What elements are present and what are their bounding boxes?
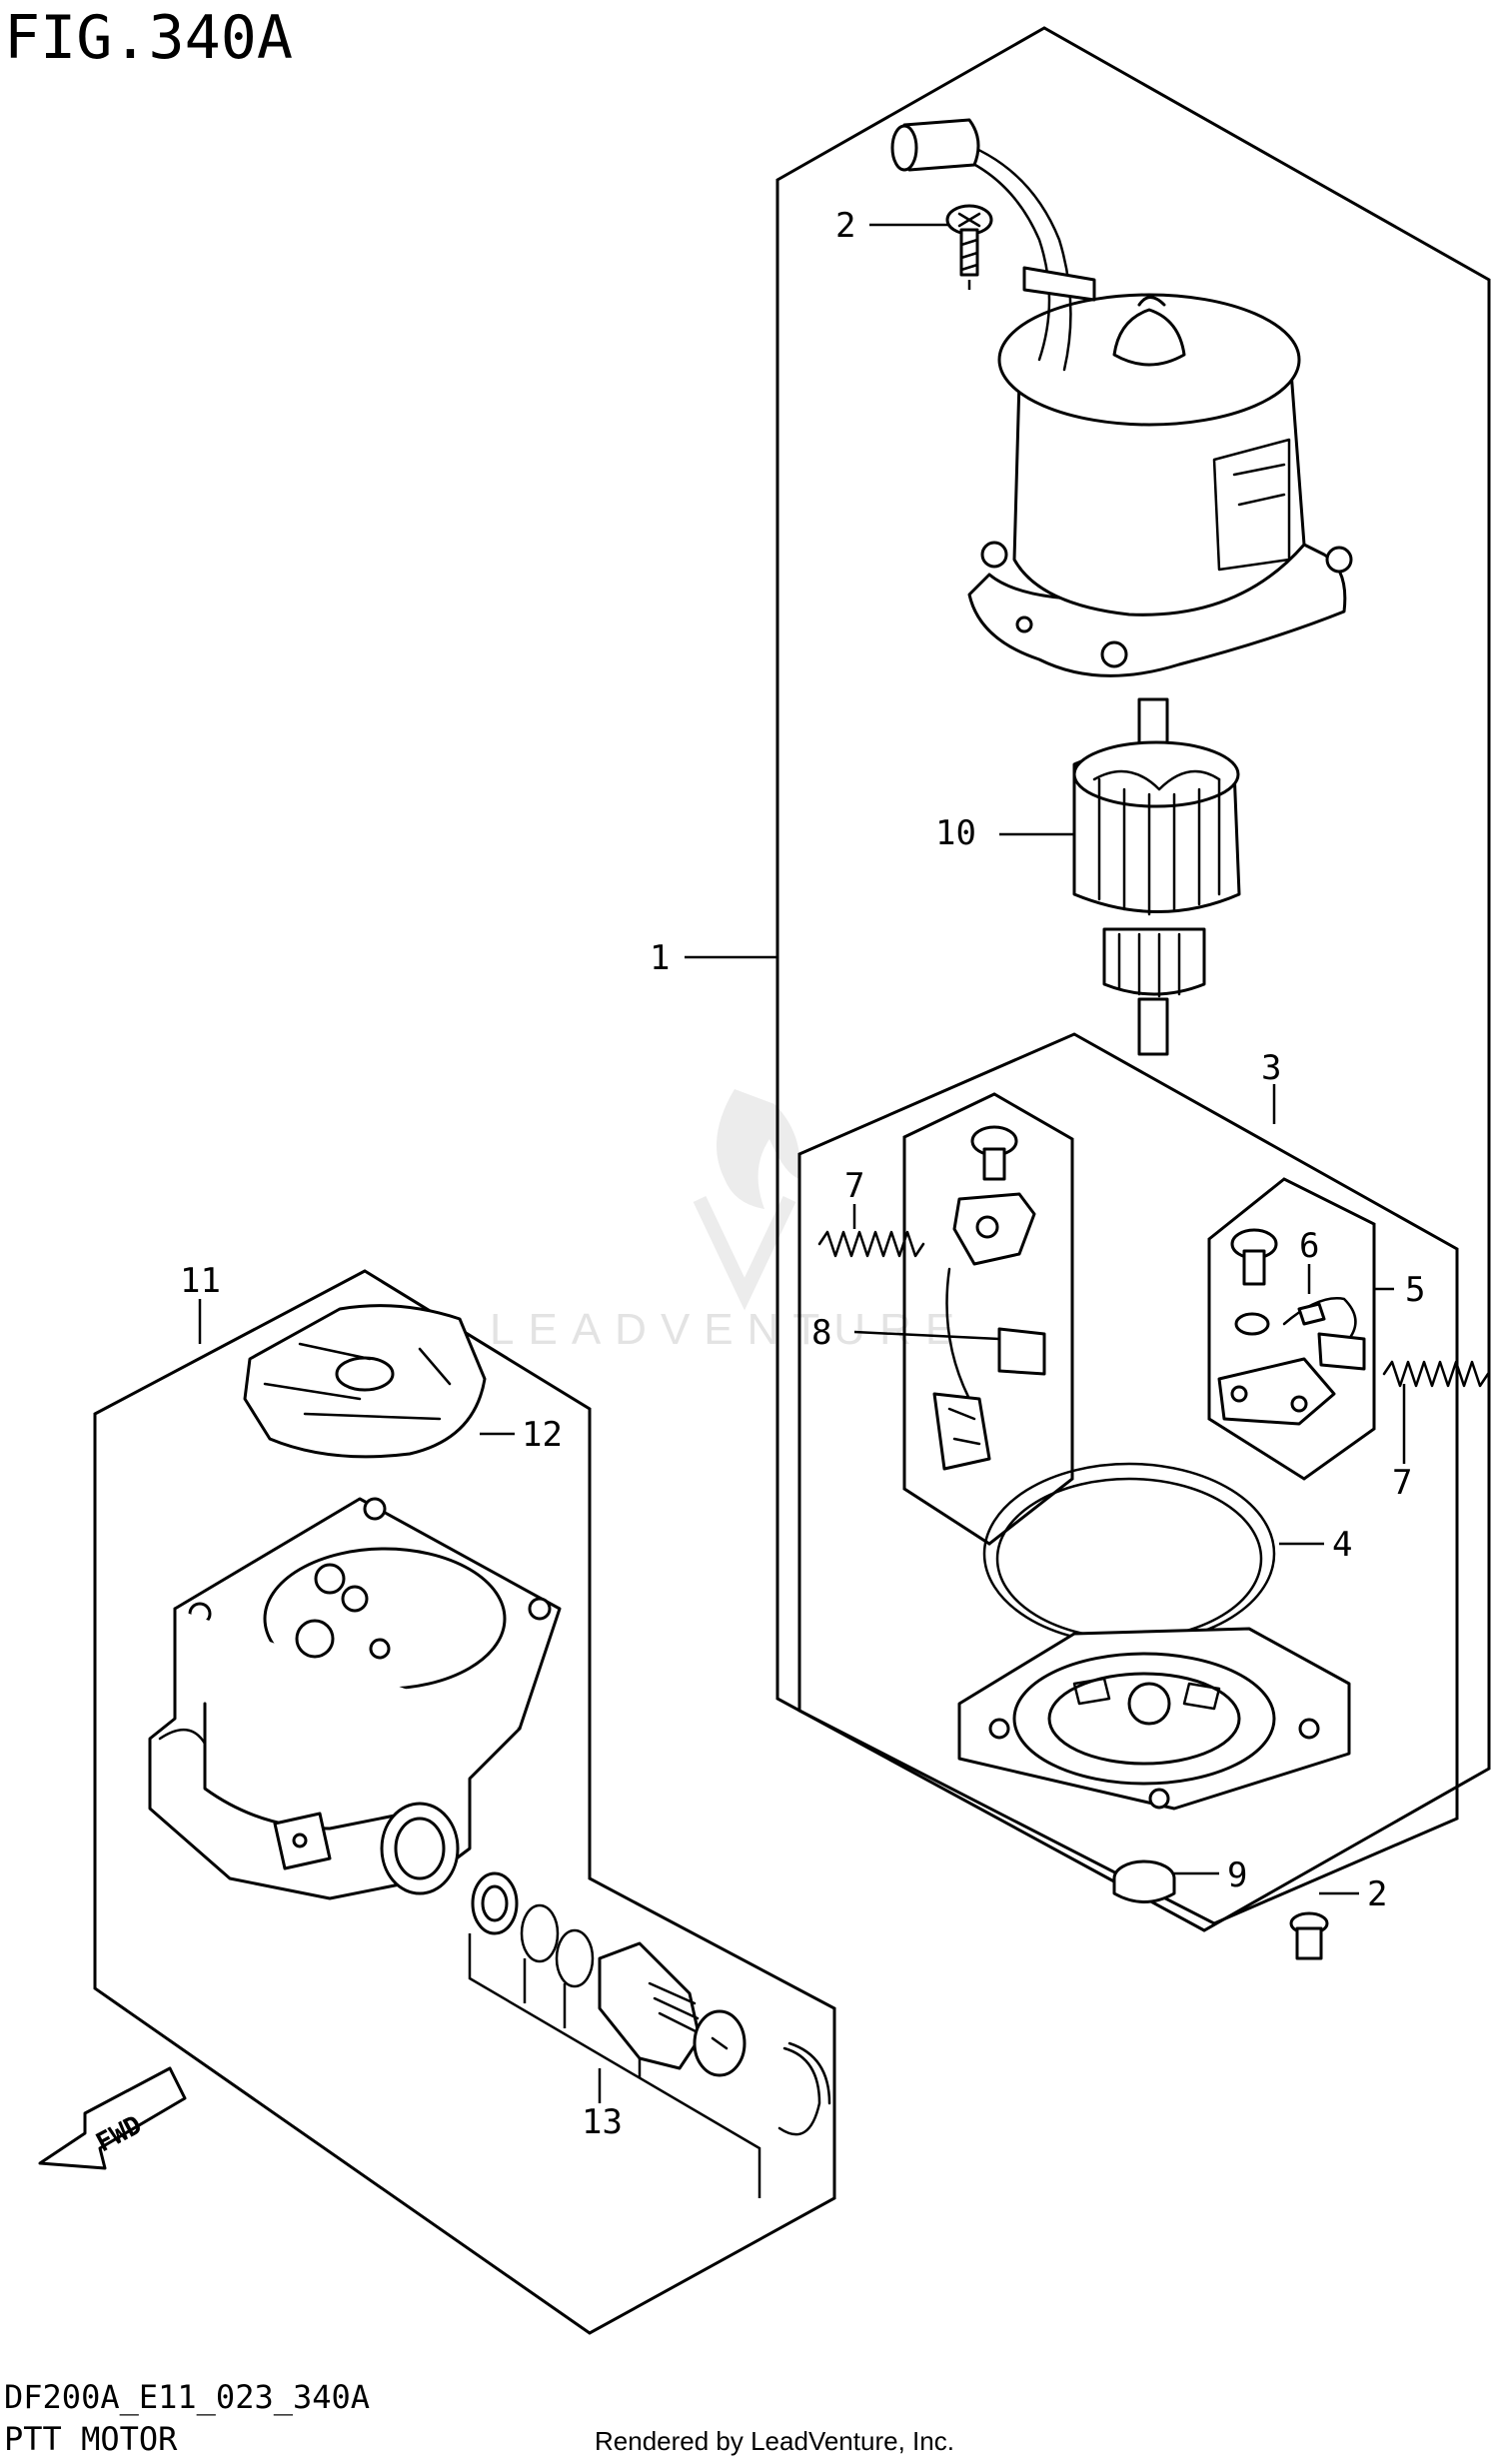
callout-4: 4 bbox=[1332, 1525, 1352, 1565]
watermark-text: LEADVENTURE bbox=[490, 1305, 968, 1354]
armature bbox=[1072, 697, 1241, 1056]
screw-top bbox=[945, 204, 993, 277]
callout-2-bottom: 2 bbox=[1367, 1874, 1387, 1914]
callout-11: 11 bbox=[180, 1261, 221, 1301]
render-credit: Rendered by LeadVenture, Inc. bbox=[595, 2426, 954, 2456]
subframe-5 bbox=[1207, 1177, 1376, 1481]
screw-bottom bbox=[1289, 1911, 1329, 1960]
valve-kit bbox=[468, 1871, 831, 2198]
motor-end-cap bbox=[957, 1627, 1351, 1811]
figure-code: DF200A_E11_023_340A bbox=[4, 2378, 370, 2416]
callout-6: 6 bbox=[1299, 1226, 1319, 1266]
figure-title: FIG.340A bbox=[4, 3, 293, 73]
figure-name: PTT MOTOR bbox=[4, 2420, 178, 2458]
callout-2-top: 2 bbox=[835, 206, 855, 246]
callout-3: 3 bbox=[1261, 1048, 1281, 1088]
callout-8: 8 bbox=[811, 1313, 831, 1353]
spring-right bbox=[1382, 1360, 1490, 1388]
fwd-arrow-icon: FWD bbox=[38, 2066, 187, 2170]
callout-13: 13 bbox=[582, 2102, 623, 2142]
motor-housing bbox=[967, 293, 1353, 677]
o-ring bbox=[982, 1462, 1276, 1646]
callout-9: 9 bbox=[1227, 1855, 1247, 1895]
leader-lines bbox=[198, 223, 1406, 2103]
brush-holder-8 bbox=[932, 1125, 1046, 1471]
spring-left bbox=[817, 1230, 925, 1258]
callout-7-right: 7 bbox=[1392, 1463, 1412, 1503]
brush-holder-5 bbox=[1217, 1228, 1366, 1426]
seal-plate bbox=[243, 1304, 487, 1459]
callout-1: 1 bbox=[650, 938, 670, 978]
callout-12: 12 bbox=[522, 1415, 563, 1455]
pump-body bbox=[148, 1497, 562, 1900]
washer bbox=[1112, 1859, 1176, 1903]
assembly-frame-3 bbox=[797, 1032, 1459, 1925]
callout-10: 10 bbox=[935, 813, 976, 853]
watermark: LEADVENTURE bbox=[490, 1089, 968, 1354]
callout-7-left: 7 bbox=[844, 1166, 864, 1206]
wire-harness bbox=[890, 118, 1096, 372]
assembly-frame-1 bbox=[775, 26, 1491, 1932]
subframe-8 bbox=[902, 1092, 1074, 1546]
callout-5: 5 bbox=[1405, 1270, 1425, 1310]
